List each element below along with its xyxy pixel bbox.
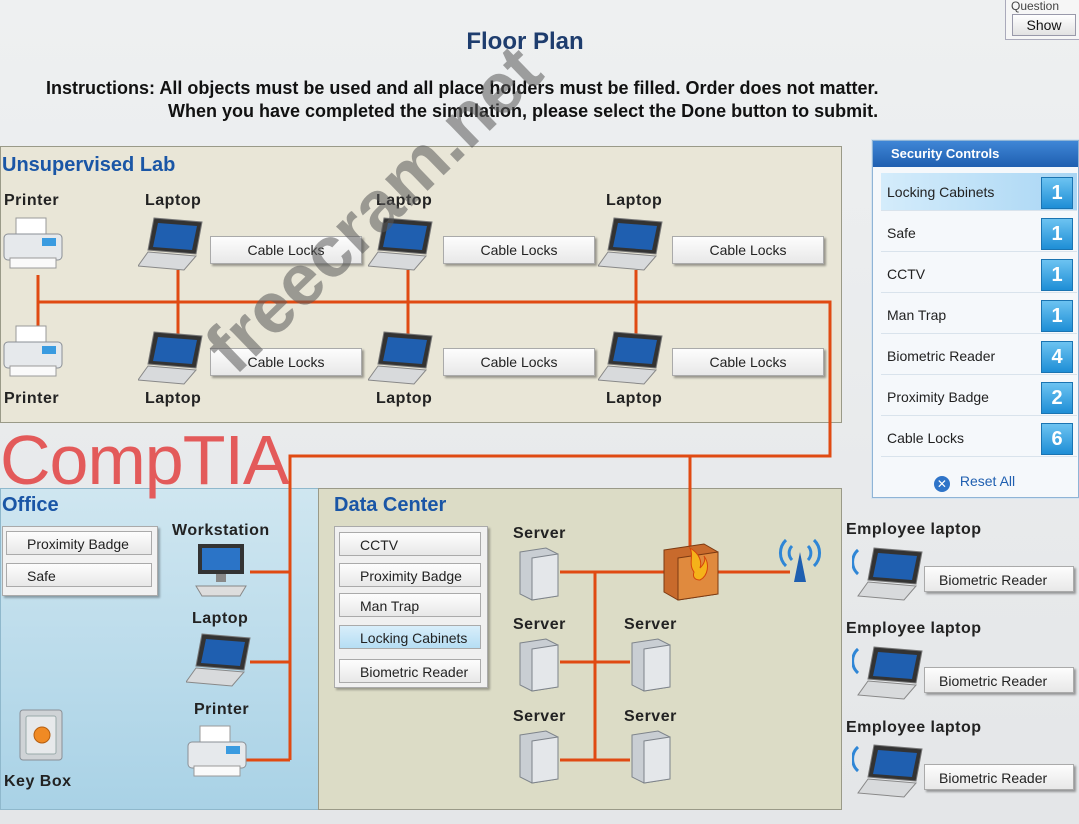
server-icon[interactable] (628, 729, 674, 785)
instructions-line-2: When you have completed the simulation, … (168, 101, 879, 121)
dc-locking-cabinets-slot[interactable]: Locking Cabinets (339, 625, 481, 649)
instructions-line-1: Instructions: All objects must be used a… (46, 78, 879, 98)
office-safe-slot[interactable]: Safe (6, 563, 152, 587)
close-icon: ✕ (933, 476, 950, 492)
office-zone-title: Office (2, 494, 59, 516)
server-icon[interactable] (516, 729, 562, 785)
employee-biometric-reader-slot[interactable]: Biometric Reader (924, 566, 1074, 592)
employee-laptop-label: Employee laptop (846, 620, 982, 637)
control-count-badge: 1 (1041, 177, 1073, 209)
control-locking-cabinets[interactable]: Locking Cabinets 1 (881, 173, 1077, 211)
cable-locks-slot[interactable]: Cable Locks (443, 348, 595, 376)
cable-locks-slot[interactable]: Cable Locks (210, 348, 362, 376)
dc-man-trap-slot[interactable]: Man Trap (339, 593, 481, 617)
question-panel: Question Show (1005, 0, 1079, 40)
cable-locks-slot[interactable]: Cable Locks (672, 348, 824, 376)
lab-laptop-label: Laptop (606, 192, 663, 209)
laptop-icon[interactable] (186, 632, 254, 690)
wireless-access-point-icon[interactable] (774, 530, 826, 586)
printer-icon[interactable] (2, 214, 66, 274)
dc-biometric-reader-slot[interactable]: Biometric Reader (339, 659, 481, 683)
server-icon[interactable] (628, 637, 674, 693)
key-box-label: Key Box (4, 773, 72, 790)
reset-all-label: Reset All (959, 473, 1016, 489)
control-proximity-badge[interactable]: Proximity Badge 2 (881, 378, 1077, 416)
control-label: Safe (887, 225, 916, 241)
server-label: Server (513, 616, 566, 633)
security-controls-title: Security Controls (873, 141, 1078, 167)
printer-icon[interactable] (2, 322, 66, 382)
employee-laptop-label: Employee laptop (846, 719, 982, 736)
server-label: Server (624, 708, 677, 725)
workstation-label: Workstation (172, 522, 270, 539)
lab-laptop-label: Laptop (145, 192, 202, 209)
employee-biometric-reader-slot[interactable]: Biometric Reader (924, 667, 1074, 693)
workstation-icon[interactable] (194, 542, 250, 598)
laptop-icon[interactable] (368, 330, 436, 388)
employee-biometric-reader-slot[interactable]: Biometric Reader (924, 764, 1074, 790)
show-question-button[interactable]: Show (1012, 14, 1076, 36)
question-label: Question (1011, 0, 1060, 13)
control-label: Biometric Reader (887, 348, 996, 364)
wireless-laptop-icon[interactable] (852, 544, 924, 604)
control-count-badge: 1 (1041, 218, 1073, 250)
laptop-icon[interactable] (138, 330, 206, 388)
control-label: Cable Locks (887, 430, 965, 446)
dc-proximity-badge-slot[interactable]: Proximity Badge (339, 563, 481, 587)
page-title: Floor Plan (466, 28, 584, 55)
cable-locks-slot[interactable]: Cable Locks (443, 236, 595, 264)
laptop-icon[interactable] (598, 330, 666, 388)
laptop-icon[interactable] (138, 216, 206, 274)
office-proximity-badge-slot[interactable]: Proximity Badge (6, 531, 152, 555)
control-label: Locking Cabinets (887, 184, 995, 200)
employee-laptop-label: Employee laptop (846, 521, 982, 538)
reset-all-button[interactable]: ✕ Reset All (872, 468, 1077, 494)
laptop-icon[interactable] (598, 216, 666, 274)
control-count-badge: 2 (1041, 382, 1073, 414)
lab-zone-title: Unsupervised Lab (2, 154, 176, 176)
office-printer-label: Printer (194, 701, 250, 718)
control-count-badge: 1 (1041, 300, 1073, 332)
control-label: Proximity Badge (887, 389, 989, 405)
server-label: Server (513, 708, 566, 725)
control-count-badge: 6 (1041, 423, 1073, 455)
comptia-logo: CompTIA (0, 421, 290, 499)
wireless-laptop-icon[interactable] (852, 741, 924, 801)
dc-cctv-slot[interactable]: CCTV (339, 532, 481, 556)
control-biometric-reader[interactable]: Biometric Reader 4 (881, 337, 1077, 375)
control-man-trap[interactable]: Man Trap 1 (881, 296, 1077, 334)
cable-locks-slot[interactable]: Cable Locks (210, 236, 362, 264)
lab-laptop-label: Laptop (606, 390, 663, 407)
printer-icon[interactable] (186, 722, 250, 782)
control-label: CCTV (887, 266, 926, 282)
data-center-zone-title: Data Center (334, 494, 447, 516)
control-safe[interactable]: Safe 1 (881, 214, 1077, 252)
security-controls-panel: Security Controls Locking Cabinets 1 Saf… (872, 140, 1079, 498)
control-count-badge: 1 (1041, 259, 1073, 291)
lab-laptop-label: Laptop (376, 192, 433, 209)
lab-printer-bottom-label: Printer (4, 390, 60, 407)
cable-locks-slot[interactable]: Cable Locks (672, 236, 824, 264)
control-label: Man Trap (887, 307, 947, 323)
control-cable-locks[interactable]: Cable Locks 6 (881, 419, 1077, 457)
firewall-icon[interactable] (660, 536, 722, 602)
server-icon[interactable] (516, 637, 562, 693)
laptop-icon[interactable] (368, 216, 436, 274)
lab-laptop-label: Laptop (376, 390, 433, 407)
lab-printer-top-label: Printer (4, 192, 60, 209)
server-label: Server (624, 616, 677, 633)
server-label: Server (513, 525, 566, 542)
key-box-icon[interactable] (18, 708, 64, 766)
control-cctv[interactable]: CCTV 1 (881, 255, 1077, 293)
lab-laptop-label: Laptop (145, 390, 202, 407)
server-icon[interactable] (516, 546, 562, 602)
wireless-laptop-icon[interactable] (852, 643, 924, 703)
control-count-badge: 4 (1041, 341, 1073, 373)
office-laptop-label: Laptop (192, 610, 249, 627)
